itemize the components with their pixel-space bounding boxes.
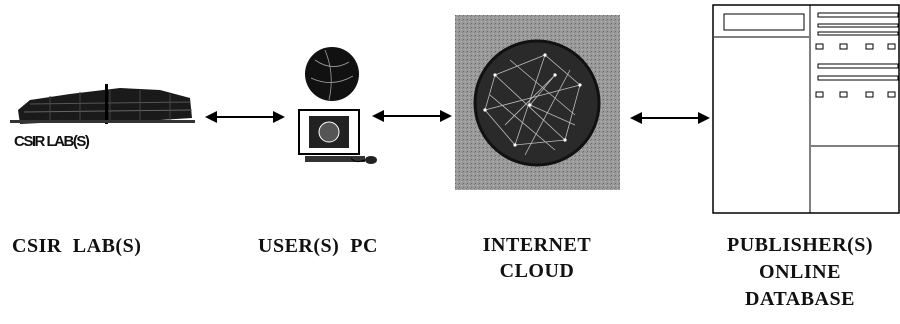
double-arrow-pc-cloud: [372, 110, 452, 122]
double-arrow-cloud-db: [630, 112, 710, 124]
double-arrow-lab-pc: [205, 111, 285, 123]
csir-lab-node: [10, 80, 200, 160]
caption-database-line: DATABASE: [745, 288, 855, 310]
caption-internet-line: INTERNET: [482, 234, 592, 256]
user-pc-node: [285, 40, 380, 170]
caption-online-line: ONLINE: [759, 261, 841, 283]
caption-user-pc: USER(S) PC: [258, 235, 378, 257]
caption-csir-lab: CSIR LAB(S): [12, 235, 142, 257]
database-page-icon: [712, 4, 900, 214]
publisher-database-node: [712, 4, 900, 214]
caption-internet-cloud: INTERNET CLOUD: [462, 232, 612, 284]
internet-cloud-node: [455, 15, 620, 190]
caption-cloud-line: CLOUD: [499, 260, 575, 282]
lab-inner-label: CSIR LAB(S): [14, 133, 90, 150]
caption-publisher-line: PUBLISHER(S): [726, 234, 874, 256]
network-globe-icon: [455, 15, 620, 190]
computer-icon: [298, 47, 377, 164]
building-icon: [10, 84, 195, 124]
caption-publisher-database: PUBLISHER(S) ONLINE DATABASE: [700, 232, 900, 313]
